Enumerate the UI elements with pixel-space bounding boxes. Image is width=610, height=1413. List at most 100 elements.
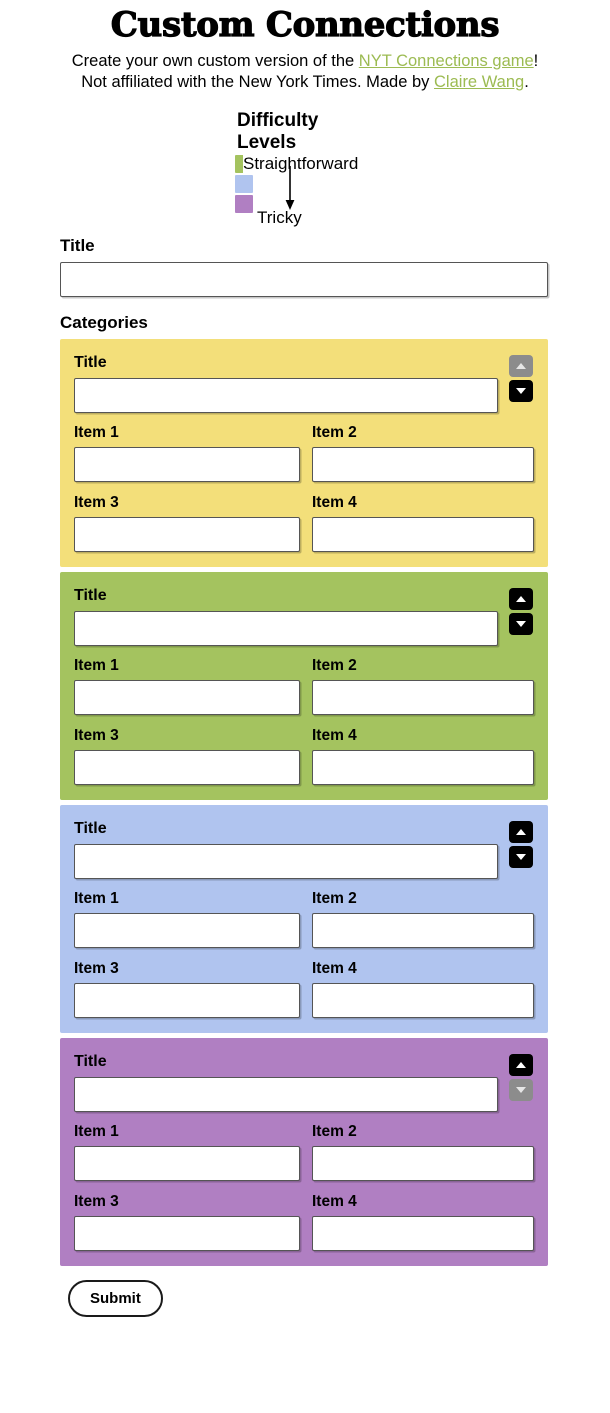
card-title-column: Title [74, 353, 498, 413]
subtitle-text-3: Not affiliated with the New York Times. … [81, 73, 435, 91]
item-input-2[interactable] [312, 1146, 534, 1181]
item-label: Item 4 [312, 494, 357, 511]
move-down-button [509, 1079, 533, 1101]
card-title-label: Title [74, 820, 107, 837]
difficulty-hard-label: Tricky [257, 208, 302, 227]
triangle-down-icon [516, 621, 526, 627]
submit-button[interactable]: Submit [68, 1280, 163, 1317]
card-title-row: Title [74, 1052, 534, 1112]
triangle-up-icon [516, 1062, 526, 1068]
difficulty-swatch-2 [235, 175, 253, 193]
card-title-row: Title [74, 819, 534, 879]
item-label: Item 1 [74, 424, 119, 441]
category-item: Item 3 [74, 727, 300, 785]
card-title-column: Title [74, 819, 498, 879]
category-item: Item 4 [312, 494, 534, 552]
category-item: Item 4 [312, 960, 534, 1018]
category-item: Item 1 [74, 1123, 300, 1181]
category-item: Item 2 [312, 1123, 534, 1181]
item-label: Item 3 [74, 494, 119, 511]
move-down-button[interactable] [509, 846, 533, 868]
item-label: Item 2 [312, 424, 357, 441]
item-label: Item 3 [74, 960, 119, 977]
item-label: Item 2 [312, 657, 357, 674]
move-up-button[interactable] [509, 588, 533, 610]
card-title-label: Title [74, 354, 107, 371]
move-up-button[interactable] [509, 821, 533, 843]
reorder-controls [508, 353, 534, 402]
item-label: Item 1 [74, 657, 119, 674]
triangle-down-icon [516, 388, 526, 394]
move-down-button[interactable] [509, 380, 533, 402]
claire-wang-link[interactable]: Claire Wang [434, 73, 525, 91]
triangle-up-icon [516, 363, 526, 369]
item-input-3[interactable] [74, 750, 300, 785]
triangle-up-icon [516, 596, 526, 602]
card-title-input[interactable] [74, 378, 498, 413]
nyt-connections-link[interactable]: NYT Connections game [358, 52, 534, 70]
triangle-down-icon [516, 854, 526, 860]
category-item: Item 3 [74, 494, 300, 552]
item-input-4[interactable] [312, 983, 534, 1018]
category-items-grid: Item 1 Item 2 Item 3 Item 4 [74, 890, 534, 1018]
item-label: Item 2 [312, 1123, 357, 1140]
category-item: Item 4 [312, 727, 534, 785]
card-title-column: Title [74, 586, 498, 646]
card-title-row: Title [74, 586, 534, 646]
difficulty-legend-heading: Difficulty Levels [237, 110, 319, 153]
card-title-column: Title [74, 1052, 498, 1112]
category-items-grid: Item 1 Item 2 Item 3 Item 4 [74, 1123, 534, 1251]
item-input-1[interactable] [74, 913, 300, 948]
title-field-label: Title [60, 236, 95, 255]
category-item: Item 3 [74, 960, 300, 1018]
reorder-controls [508, 1052, 534, 1101]
title-input[interactable] [60, 262, 548, 297]
item-label: Item 4 [312, 1193, 357, 1210]
page-title: Custom Connections [110, 5, 500, 45]
move-up-button[interactable] [509, 1054, 533, 1076]
category-item: Item 2 [312, 890, 534, 948]
category-item: Item 3 [74, 1193, 300, 1251]
item-input-1[interactable] [74, 1146, 300, 1181]
item-input-2[interactable] [312, 680, 534, 715]
category-item: Item 1 [74, 424, 300, 482]
item-input-2[interactable] [312, 447, 534, 482]
card-title-input[interactable] [74, 611, 498, 646]
item-input-3[interactable] [74, 1216, 300, 1251]
reorder-controls [508, 819, 534, 868]
triangle-down-icon [516, 1087, 526, 1093]
item-input-1[interactable] [74, 680, 300, 715]
move-up-button [509, 355, 533, 377]
category-item: Item 2 [312, 657, 534, 715]
category-items-grid: Item 1 Item 2 Item 3 Item 4 [74, 424, 534, 552]
item-label: Item 1 [74, 1123, 119, 1140]
item-label: Item 3 [74, 1193, 119, 1210]
card-title-label: Title [74, 587, 107, 604]
card-title-label: Title [74, 1053, 107, 1070]
reorder-controls [508, 586, 534, 635]
item-input-4[interactable] [312, 750, 534, 785]
category-item: Item 1 [74, 657, 300, 715]
difficulty-legend: Difficulty Levels Straightforward Tricky [0, 110, 610, 232]
item-input-3[interactable] [74, 983, 300, 1018]
item-label: Item 4 [312, 960, 357, 977]
item-input-4[interactable] [312, 1216, 534, 1251]
item-input-3[interactable] [74, 517, 300, 552]
item-input-2[interactable] [312, 913, 534, 948]
move-down-button[interactable] [509, 613, 533, 635]
card-title-input[interactable] [74, 844, 498, 879]
card-title-input[interactable] [74, 1077, 498, 1112]
subtitle-text-4: . [524, 73, 529, 91]
item-label: Item 3 [74, 727, 119, 744]
item-input-1[interactable] [74, 447, 300, 482]
difficulty-swatch-3 [235, 195, 253, 213]
item-input-4[interactable] [312, 517, 534, 552]
item-label: Item 1 [74, 890, 119, 907]
submit-row: Submit [60, 1271, 548, 1317]
card-title-row: Title [74, 353, 534, 413]
